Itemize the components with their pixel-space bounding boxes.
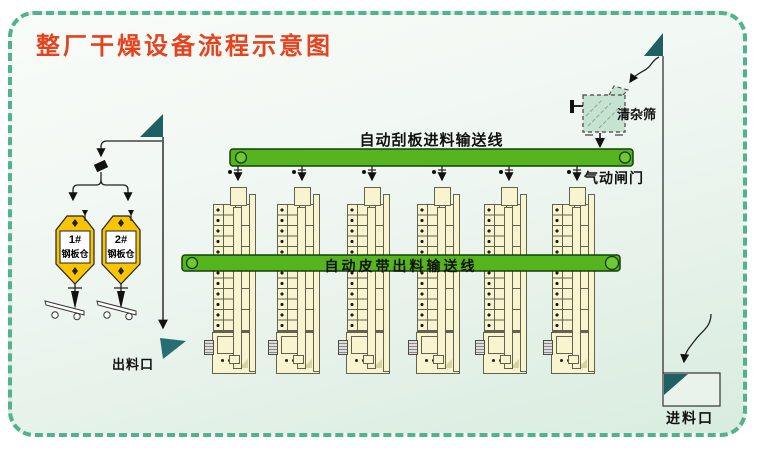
- drying-tower-2: [268, 187, 320, 375]
- drying-tower-4: [408, 187, 460, 375]
- tower-motor: [268, 340, 278, 355]
- feed-inlet-label: 进料口: [666, 410, 714, 426]
- tower-base-chute: [578, 359, 587, 368]
- tower-base-dot: [285, 359, 288, 362]
- tower-head: [294, 187, 311, 206]
- tower-head: [364, 187, 381, 206]
- drying-tower-3: [338, 187, 390, 375]
- page-title: 整厂干燥设备流程示意图: [36, 33, 333, 60]
- discharge-outlet-label: 出料口: [112, 357, 155, 372]
- pneumatic-gate-label: 气动闸门: [584, 170, 644, 186]
- silo-1-label: 1# 钢板仓: [61, 234, 89, 259]
- top-conveyor-label: 自动刮板进料输送线: [359, 132, 504, 149]
- tower-motor: [475, 340, 485, 355]
- tower-base-dot: [355, 359, 358, 362]
- tower-channel: [433, 207, 446, 369]
- tower-base-dot: [425, 359, 428, 362]
- tower-base-chute: [443, 359, 452, 368]
- tower-channel: [293, 207, 306, 369]
- silo-2-label: 2# 钢板仓: [107, 234, 135, 259]
- tower-elevator-pipe: [313, 194, 320, 372]
- tower-elevator-pipe: [453, 194, 460, 372]
- middle-conveyor-label: 自动皮带出料输送线: [324, 258, 478, 274]
- tower-channel: [568, 207, 581, 369]
- cleaning-sieve-label: 清杂筛: [617, 107, 657, 122]
- tower-head: [230, 187, 247, 206]
- tower-base-chute: [239, 359, 248, 368]
- drying-tower-5: [475, 187, 527, 375]
- tower-base-dot: [221, 359, 224, 362]
- tower-motor: [338, 340, 348, 355]
- tower-base-dot: [492, 359, 495, 362]
- tower-channel: [363, 207, 376, 369]
- tower-base-chute: [303, 359, 312, 368]
- tower-elevator-pipe: [383, 194, 390, 372]
- tower-head: [501, 187, 518, 206]
- tower-head: [569, 187, 586, 206]
- drying-tower-1: [204, 187, 256, 375]
- tower-base-chute: [373, 359, 382, 368]
- tower-motor: [543, 340, 553, 355]
- tower-channel: [500, 207, 513, 369]
- tower-elevator-pipe: [249, 194, 256, 372]
- tower-motor: [408, 340, 418, 355]
- tower-head: [434, 187, 451, 206]
- tower-base-chute: [510, 359, 519, 368]
- tower-elevator-pipe: [520, 194, 527, 372]
- tower-base-dot: [560, 359, 563, 362]
- tower-channel: [229, 207, 242, 369]
- tower-elevator-pipe: [588, 194, 595, 372]
- drying-tower-6: [543, 187, 595, 375]
- tower-motor: [204, 340, 214, 355]
